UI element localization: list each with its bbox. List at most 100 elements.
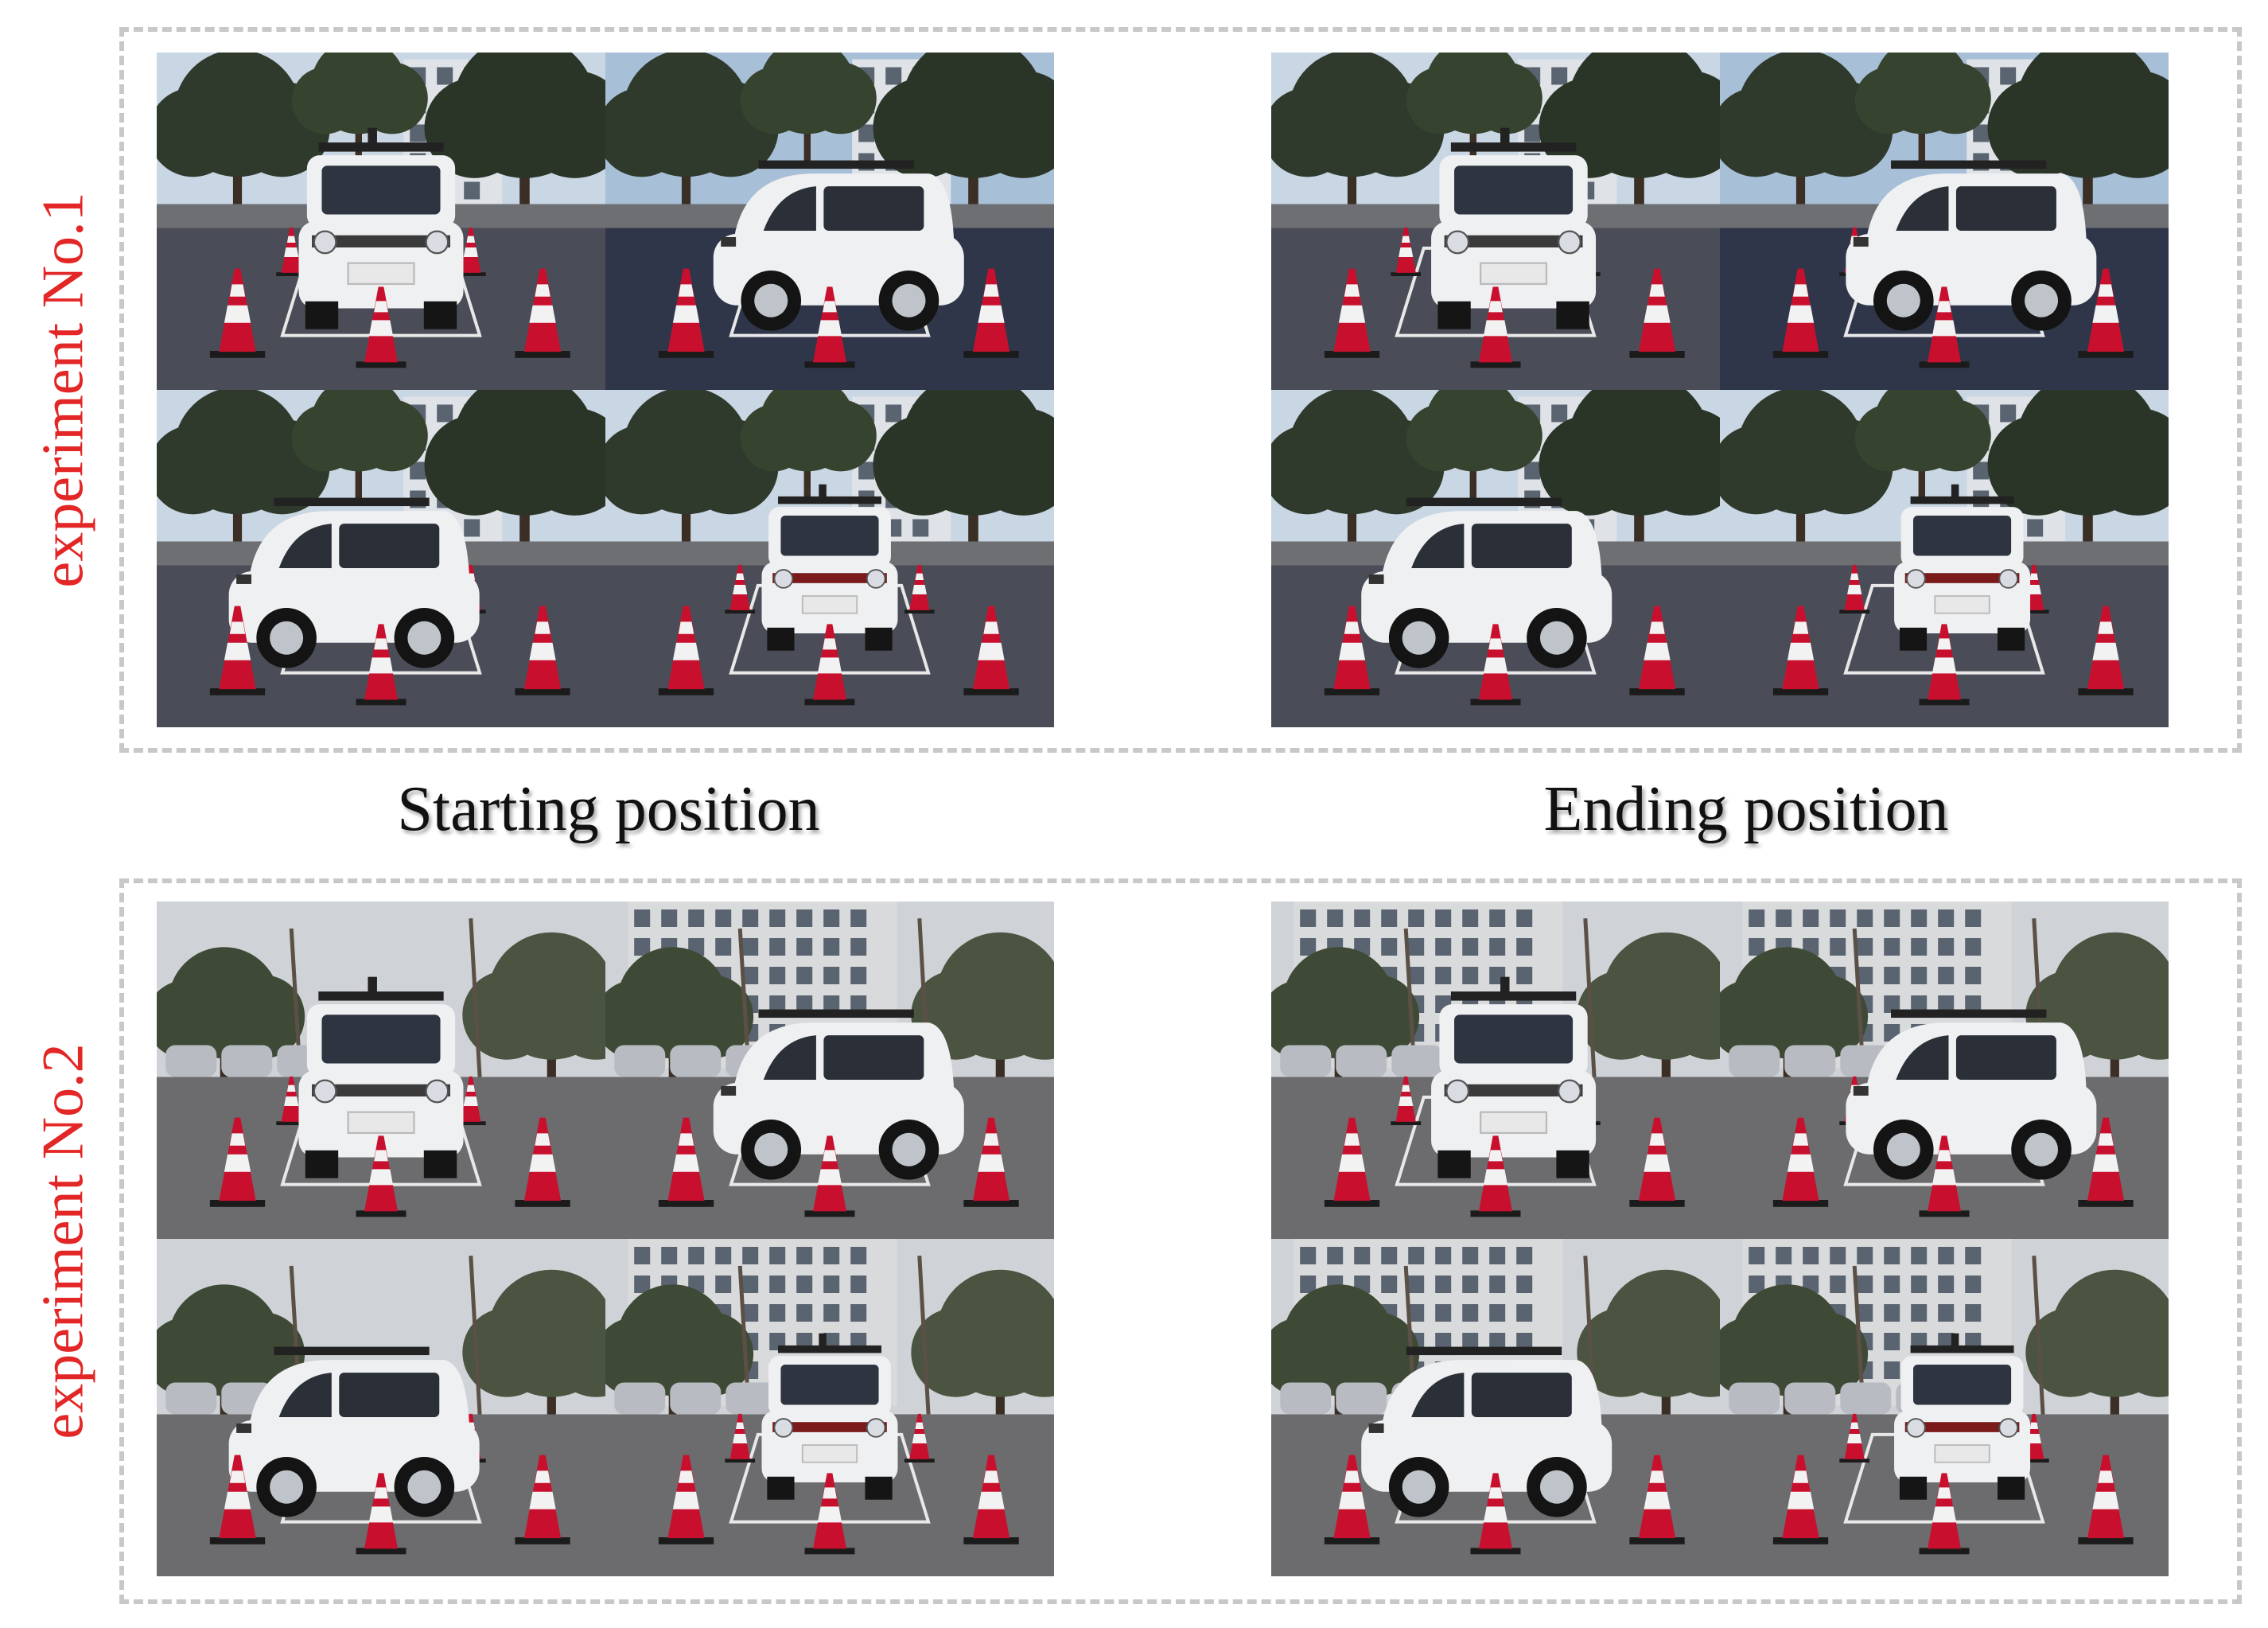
exp2-start-side-view-photo xyxy=(605,902,1054,1239)
traffic-cone xyxy=(1470,624,1521,706)
exp2-end-front-view-photo xyxy=(1271,902,1720,1239)
traffic-cone xyxy=(1839,564,1870,614)
tree xyxy=(462,932,605,1098)
tree xyxy=(873,390,1054,559)
tree xyxy=(1987,390,2169,559)
traffic-cone xyxy=(515,268,570,358)
traffic-cone xyxy=(2078,606,2134,695)
traffic-cone xyxy=(209,268,266,358)
traffic-cone xyxy=(455,1076,486,1126)
tree xyxy=(605,947,754,1092)
tree xyxy=(157,390,330,553)
car-rear xyxy=(1894,484,2031,651)
traffic-cone xyxy=(658,606,714,695)
car-side xyxy=(713,1009,964,1180)
traffic-cone xyxy=(1629,606,1685,695)
tree xyxy=(1577,932,1720,1098)
tree xyxy=(1406,53,1542,163)
car-front xyxy=(298,976,464,1178)
traffic-cone xyxy=(1772,268,1829,358)
exp1-end-side-view-left-photo xyxy=(1271,390,1720,727)
car-side xyxy=(1361,497,1612,668)
traffic-cone xyxy=(276,1076,307,1126)
traffic-cone xyxy=(1324,606,1380,695)
traffic-cone xyxy=(963,268,1019,358)
starting-position-caption: Starting position xyxy=(397,774,820,844)
experiment-2-frame xyxy=(119,878,2242,1604)
car-side xyxy=(713,160,964,331)
car-front xyxy=(298,127,464,329)
tree xyxy=(1271,53,1445,216)
exp1-start-rear-view-photo xyxy=(605,390,1054,727)
traffic-cone xyxy=(658,1117,714,1207)
traffic-cone xyxy=(1919,1473,1970,1555)
car-rear xyxy=(761,484,898,651)
traffic-cone xyxy=(455,227,486,277)
traffic-cone xyxy=(276,227,307,277)
traffic-cone xyxy=(356,1135,407,1217)
tree xyxy=(424,390,605,559)
traffic-cone xyxy=(804,624,855,706)
traffic-cone xyxy=(1470,1473,1521,1555)
traffic-cone xyxy=(2078,1455,2134,1544)
tree xyxy=(1854,53,1991,163)
exp1-start-side-view-left-photo xyxy=(157,390,605,727)
exp1-end-side-view-photo xyxy=(1720,53,2169,390)
traffic-cone xyxy=(1391,1076,1422,1126)
tree xyxy=(291,390,428,500)
car-front xyxy=(1431,976,1597,1178)
exp2-end-side-view-photo xyxy=(1720,902,2169,1239)
traffic-cone xyxy=(1470,1135,1521,1217)
tree xyxy=(1271,1284,1420,1430)
traffic-cone xyxy=(1919,624,1970,706)
ending-position-caption: Ending position xyxy=(1543,774,1949,844)
tree xyxy=(1539,390,1720,559)
car-rear xyxy=(1894,1333,2031,1500)
car-side xyxy=(228,497,480,668)
exp2-end-rear-view-photo xyxy=(1720,1239,2169,1576)
traffic-cone xyxy=(658,1455,714,1544)
tree xyxy=(1271,947,1420,1092)
traffic-cone xyxy=(804,1473,855,1555)
traffic-cone xyxy=(963,1455,1019,1544)
exp2-start-side-view-left-photo xyxy=(157,1239,605,1576)
traffic-cone xyxy=(1772,1455,1829,1544)
traffic-cone xyxy=(904,1413,935,1463)
traffic-cone xyxy=(904,564,935,614)
experiment-1-label: experiment No.1 xyxy=(30,192,96,588)
traffic-cone xyxy=(963,1117,1019,1207)
traffic-cone xyxy=(356,624,407,706)
traffic-cone xyxy=(356,1473,407,1555)
tree xyxy=(1720,947,1869,1092)
tree xyxy=(157,947,305,1092)
traffic-cone xyxy=(1324,1117,1380,1207)
traffic-cone xyxy=(1470,286,1521,368)
tree xyxy=(1854,390,1991,500)
tree xyxy=(1539,53,1720,221)
car-front xyxy=(1431,127,1597,329)
tree xyxy=(911,1269,1054,1435)
traffic-cone xyxy=(2078,268,2134,358)
traffic-cone xyxy=(1391,227,1422,277)
traffic-cone xyxy=(356,286,407,368)
tree xyxy=(1720,53,1893,216)
exp1-start-side-view-photo xyxy=(605,53,1054,390)
exp1-end-front-view-photo xyxy=(1271,53,1720,390)
traffic-cone xyxy=(725,1413,756,1463)
traffic-cone xyxy=(1772,1117,1829,1207)
tree xyxy=(1577,1269,1720,1435)
traffic-cone xyxy=(1772,606,1829,695)
tree xyxy=(291,53,428,163)
tree xyxy=(873,53,1054,221)
car-side xyxy=(228,1346,480,1517)
tree xyxy=(462,1269,605,1435)
traffic-cone xyxy=(1629,1455,1685,1544)
traffic-cone xyxy=(963,606,1019,695)
experiment-2-label: experiment No.2 xyxy=(30,1043,96,1439)
tree xyxy=(740,390,877,500)
traffic-cone xyxy=(725,564,756,614)
tree xyxy=(1987,53,2169,221)
traffic-cone xyxy=(804,1135,855,1217)
exp2-start-rear-view-photo xyxy=(605,1239,1054,1576)
exp1-end-rear-view-photo xyxy=(1720,390,2169,727)
